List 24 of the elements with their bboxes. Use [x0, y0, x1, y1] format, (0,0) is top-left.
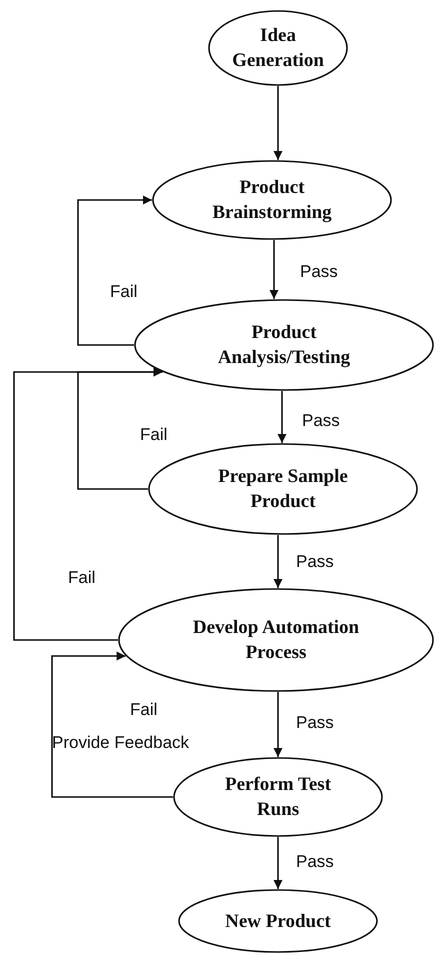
process-ellipse	[118, 588, 434, 692]
node-label: Product Analysis/Testing	[216, 321, 352, 370]
node-label: Prepare Sample Product	[217, 465, 349, 514]
node-label: Product Brainstorming	[211, 176, 333, 225]
arrow	[274, 692, 282, 757]
process-ellipse	[178, 889, 378, 953]
node-label: New Product	[224, 910, 332, 934]
arrow	[274, 86, 282, 160]
arrow	[274, 837, 282, 889]
arrow	[270, 240, 278, 299]
process-ellipse	[208, 10, 348, 86]
process-ellipse	[173, 757, 383, 837]
arrow	[77, 196, 152, 346]
arrow	[278, 391, 286, 443]
node-label: Idea Generation	[231, 24, 325, 73]
process-ellipse	[148, 443, 418, 535]
process-ellipse	[152, 160, 392, 240]
node-label: Perform Test Runs	[224, 773, 332, 822]
node-label: Develop Automation Process	[192, 616, 360, 665]
process-ellipse	[134, 299, 434, 391]
arrow	[274, 535, 282, 588]
note-text: Provide Feedback	[52, 733, 190, 753]
arrow	[13, 368, 163, 641]
arrow	[51, 652, 173, 798]
